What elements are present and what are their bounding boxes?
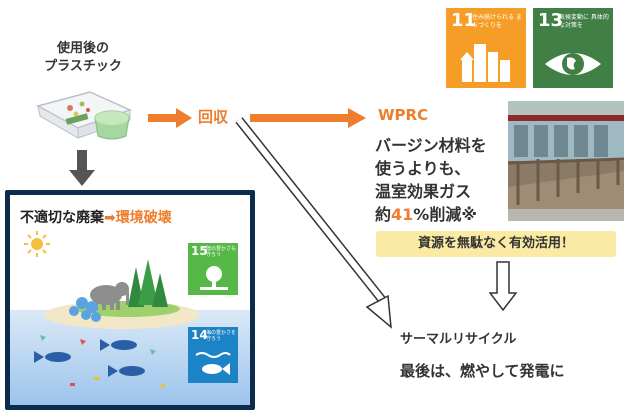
- down-arrow-icon: [69, 150, 95, 186]
- debris-icons: [40, 335, 166, 389]
- reduction-number: 41: [391, 205, 414, 224]
- effective-use-banner: 資源を無駄なく有効活用！: [376, 231, 616, 257]
- used-plastic-line2: プラスチック: [44, 59, 122, 74]
- thermal-recycle-label: サーマルリサイクル: [400, 332, 517, 347]
- arrow-to-collection-icon: [148, 108, 192, 128]
- sdg-11-number: 11: [451, 10, 477, 31]
- panel-arrow-icon: ➡: [104, 210, 116, 226]
- wprc-description: バージン材料を 使うよりも、 温室効果ガス 約41%削減※: [375, 134, 510, 226]
- land-tree-icon: [200, 266, 228, 290]
- eye-globe-icon: [545, 53, 601, 75]
- sdg-15-icon: 15 陸の豊かさも 守ろう: [188, 243, 238, 295]
- island-scene: [44, 259, 200, 329]
- wprc-desc-prefix: 約: [375, 205, 392, 224]
- wprc-title: WPRC: [378, 106, 429, 124]
- sdg-13-icon: 13 気候変動に 具体的な対策を: [533, 8, 613, 88]
- sdg-14-icon: 14 海の豊かさを 守ろう: [188, 327, 238, 383]
- sdg-14-number: 14: [191, 328, 208, 342]
- sdg-11-icon: 11 住み続けられる まちづくりを: [446, 8, 526, 88]
- diagonal-arrow-icon: [235, 117, 392, 329]
- tree-icons: [128, 259, 168, 307]
- plastic-cup: [94, 110, 130, 140]
- used-plastic-label: 使用後の プラスチック: [28, 40, 138, 76]
- sdg-13-number: 13: [538, 10, 564, 31]
- wprc-desc-suffix: %削減※: [413, 205, 477, 224]
- sea-fish-scene: [34, 335, 166, 389]
- fish-icons: [34, 339, 145, 377]
- sea-fish-icon: [195, 352, 231, 375]
- used-plastic-line1: 使用後の: [56, 41, 109, 56]
- hollow-down-arrow-icon: [489, 261, 517, 311]
- wprc-desc-line4: 約41%削減※: [375, 203, 510, 226]
- city-icon: [460, 44, 510, 82]
- plastic-container-image: [36, 91, 133, 140]
- wprc-desc-line1: バージン材料を: [375, 136, 487, 155]
- environmental-damage-text: 環境破壊: [115, 210, 172, 226]
- wprc-desc-line2: 使うよりも、: [375, 159, 471, 178]
- improper-disposal-text: 不適切な廃棄: [20, 210, 104, 226]
- sun-icon: [24, 231, 50, 257]
- sdg-11-text: 住み続けられる まちづくりを: [472, 14, 522, 29]
- wprc-desc-line3: 温室効果ガス: [375, 182, 472, 201]
- collection-label: 回収: [198, 108, 229, 126]
- sdg-14-text: 海の豊かさを 守ろう: [206, 330, 237, 342]
- panel-scene: 不適切な廃棄➡環境破壊: [10, 195, 250, 405]
- improper-disposal-panel: 不適切な廃棄➡環境破壊: [5, 190, 255, 410]
- sdg-15-number: 15: [191, 244, 208, 258]
- sdg-13-text: 気候変動に 具体的な対策を: [559, 14, 609, 29]
- power-generation-text: 最後は、燃やして発電に: [400, 362, 565, 380]
- terrace-photo: [508, 101, 624, 221]
- arrow-to-wprc-icon: [250, 108, 366, 128]
- sdg-15-text: 陸の豊かさも 守ろう: [206, 246, 237, 258]
- panel-title: 不適切な廃棄➡環境破壊: [20, 207, 172, 227]
- plastic-bag-icons: [69, 297, 101, 322]
